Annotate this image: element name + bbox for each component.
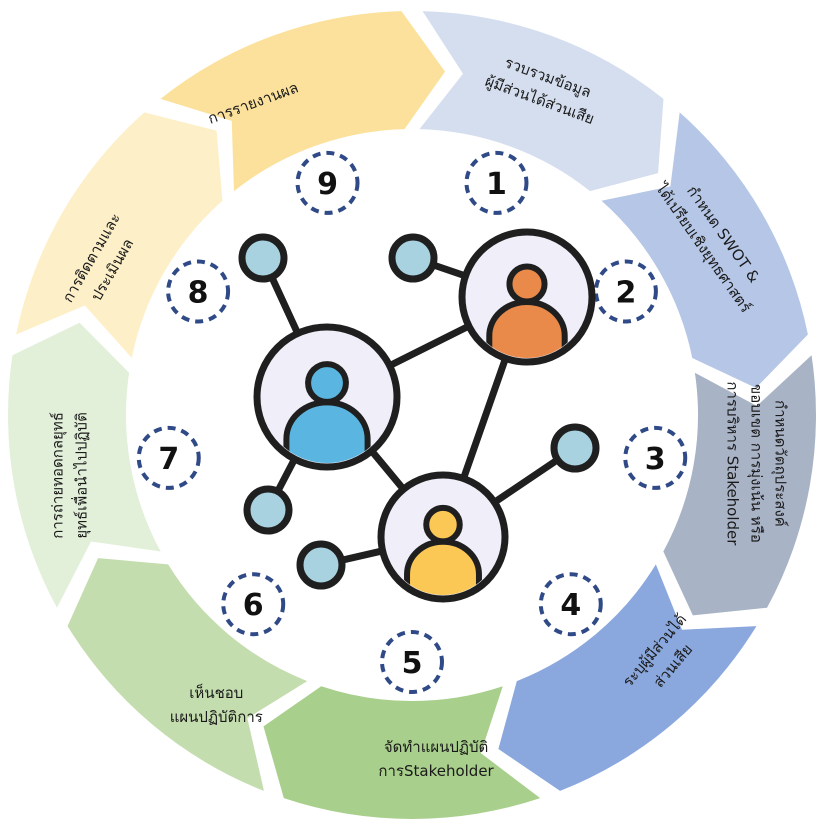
- step-segment: [498, 564, 757, 791]
- person-blue-icon: [253, 323, 401, 471]
- step-label-line: การบริหาร Stakeholder: [724, 381, 742, 546]
- network-node: [550, 423, 600, 473]
- step-number: 4: [560, 588, 581, 623]
- step-label-line: กำหนดวัตถุประสงค์: [771, 400, 790, 527]
- step-segment: [263, 686, 541, 819]
- step-label: กำหนดวัตถุประสงค์ ขอบเขต การมุ่งเน้น หรือ…: [724, 381, 790, 546]
- step-number: 5: [402, 646, 423, 681]
- step-label-line: เห็นชอบ: [189, 683, 243, 702]
- person-yellow-icon: [377, 471, 509, 603]
- step-label-line: การStakeholder: [378, 762, 494, 780]
- network-node: [243, 485, 293, 535]
- step-number-badge: 8: [166, 259, 231, 324]
- step-segment: [16, 112, 223, 358]
- step-label-line: การถ่ายทอดกลยุทธ์: [48, 412, 67, 539]
- step-segment: [160, 11, 446, 192]
- process-step-7: การถ่ายทอดกลยุทธ์ยุทธ์เพื่อนำไปปฏิบัติ 7: [7, 322, 201, 608]
- step-number: 7: [158, 442, 179, 477]
- step-number-badge: 4: [538, 572, 603, 637]
- step-number: 3: [645, 442, 666, 477]
- process-step-2: กำหนด SWOT &ได้เปรียบเชิงยุทธศาสตร์2: [593, 112, 808, 388]
- step-number: 8: [188, 276, 209, 311]
- stakeholder-network-icon: [238, 228, 600, 603]
- step-number-badge: 6: [221, 572, 286, 637]
- step-number: 6: [243, 588, 264, 623]
- step-number-badge: 1: [464, 150, 529, 215]
- step-segment: [663, 355, 817, 616]
- step-number-badge: 7: [136, 425, 201, 490]
- step-number: 2: [615, 276, 636, 311]
- step-number-badge: 3: [623, 425, 688, 490]
- step-label: การถ่ายทอดกลยุทธ์ยุทธ์เพื่อนำไปปฏิบัติ: [48, 412, 91, 539]
- process-step-3: กำหนดวัตถุประสงค์ ขอบเขต การมุ่งเน้น หรือ…: [623, 355, 817, 616]
- step-label: จัดทำแผนปฏิบัติการStakeholder: [378, 738, 494, 780]
- process-step-5: จัดทำแผนปฏิบัติการStakeholder 5: [263, 630, 541, 819]
- network-node: [296, 540, 346, 590]
- step-number-badge: 5: [380, 630, 444, 694]
- process-step-1: รวบรวมข้อมูลผู้มีส่วนได้ส่วนเสีย1: [419, 11, 664, 215]
- process-step-4: ระบุผู้มีส่วนได้ส่วนเสีย4: [498, 564, 757, 791]
- step-number-badge: 2: [593, 259, 658, 324]
- step-segment: [419, 11, 664, 192]
- step-number-badge: 9: [295, 150, 360, 215]
- step-number: 9: [317, 167, 338, 202]
- step-label-line: แผนปฏิบัติการ: [170, 708, 263, 726]
- step-number: 1: [486, 167, 507, 202]
- step-label-line: ขอบเขต การมุ่งเน้น หรือ: [747, 384, 766, 543]
- step-label-line: จัดทำแผนปฏิบัติ: [384, 738, 488, 756]
- step-segment: [601, 112, 808, 388]
- step-segment: [7, 322, 161, 608]
- network-node: [388, 233, 438, 283]
- network-node: [238, 233, 288, 283]
- person-orange-icon: [458, 228, 596, 366]
- step-label-line: ยุทธ์เพื่อนำไปปฏิบัติ: [70, 412, 91, 538]
- step-segment: [67, 558, 308, 791]
